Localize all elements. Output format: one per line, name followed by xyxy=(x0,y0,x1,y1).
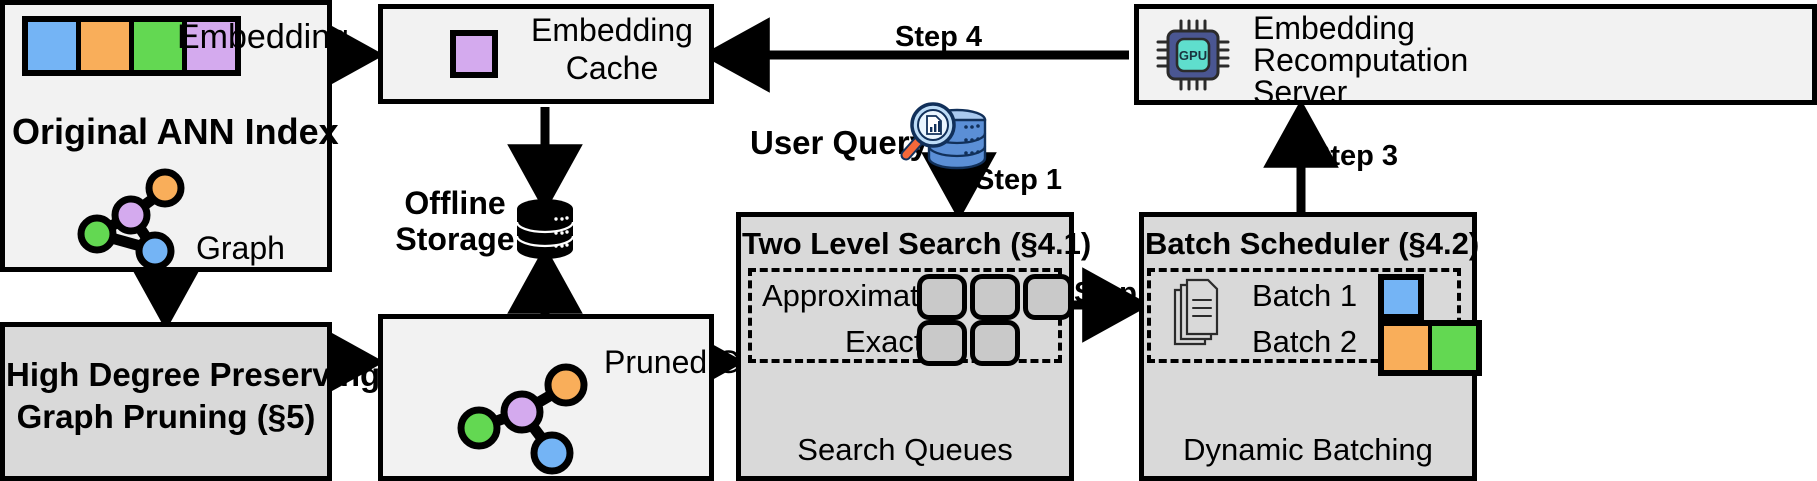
embedding-cache-title-line2: Cache xyxy=(565,50,659,86)
embedding-cache-swatch xyxy=(450,30,498,78)
graph-label: Graph xyxy=(196,230,285,266)
queue-slot xyxy=(917,320,967,366)
offline-storage-label-line1: Offline xyxy=(404,185,506,221)
step-3-label: Step 3 xyxy=(1311,140,1399,172)
dynamic-batching-caption: Dynamic Batching xyxy=(1183,432,1433,467)
queue-slot xyxy=(970,320,1020,366)
queue-slot xyxy=(970,274,1020,320)
batch-2-label: Batch 2 xyxy=(1252,324,1358,359)
embedding-cell-orange xyxy=(81,22,129,70)
queue-slots-exact xyxy=(917,320,1020,366)
recomputation-server-panel xyxy=(1134,4,1817,105)
batch-2-cells xyxy=(1378,320,1482,376)
original-ann-index-title: Original ANN Index xyxy=(12,111,339,152)
embedding-cell-purple xyxy=(187,22,235,70)
graph-pruning-panel xyxy=(0,322,332,481)
batch-2-cell-green xyxy=(1432,326,1476,370)
dynamic-batching-group xyxy=(1147,268,1461,363)
queue-slot xyxy=(917,274,967,320)
user-query-label: User Query xyxy=(750,124,928,161)
two-level-search-title: Two Level Search (§4.1) xyxy=(742,226,1092,261)
graph-pruning-title-line1: High Degree Preserving xyxy=(6,356,381,393)
embedding-label: Embedding xyxy=(177,18,350,56)
recomputation-server-line3: Server xyxy=(1253,74,1348,110)
batch-1-label: Batch 1 xyxy=(1252,278,1358,313)
pruned-graph-panel xyxy=(378,314,714,481)
offline-storage-label-line2: Storage xyxy=(395,221,515,257)
embedding-vector-cells xyxy=(22,16,241,76)
embedding-cache-title-line1: Embedding xyxy=(531,12,693,48)
recomputation-server-line1: Embedding xyxy=(1253,10,1415,46)
embedding-cell-green xyxy=(134,22,182,70)
step-4-label: Step 4 xyxy=(895,21,983,53)
recomputation-server-line2: Recomputation xyxy=(1253,42,1469,78)
embedding-cell-blue xyxy=(28,22,76,70)
batch-scheduler-title: Batch Scheduler (§4.2) xyxy=(1145,226,1480,261)
queue-slot xyxy=(1023,274,1073,320)
queue-slots-approximate xyxy=(917,274,1073,320)
graph-pruning-title-line2: Graph Pruning (§5) xyxy=(16,398,316,435)
queue-row-label-exact: Exact xyxy=(845,324,923,359)
batch-1-cell-blue xyxy=(1378,274,1424,320)
step-1-label: Step 1 xyxy=(975,164,1063,196)
batch-2-cell-orange xyxy=(1384,326,1428,370)
embedding-cache-panel xyxy=(378,4,714,104)
queue-row-label-approximate: Approximate xyxy=(762,278,937,313)
search-queues-caption: Search Queues xyxy=(797,432,1013,467)
